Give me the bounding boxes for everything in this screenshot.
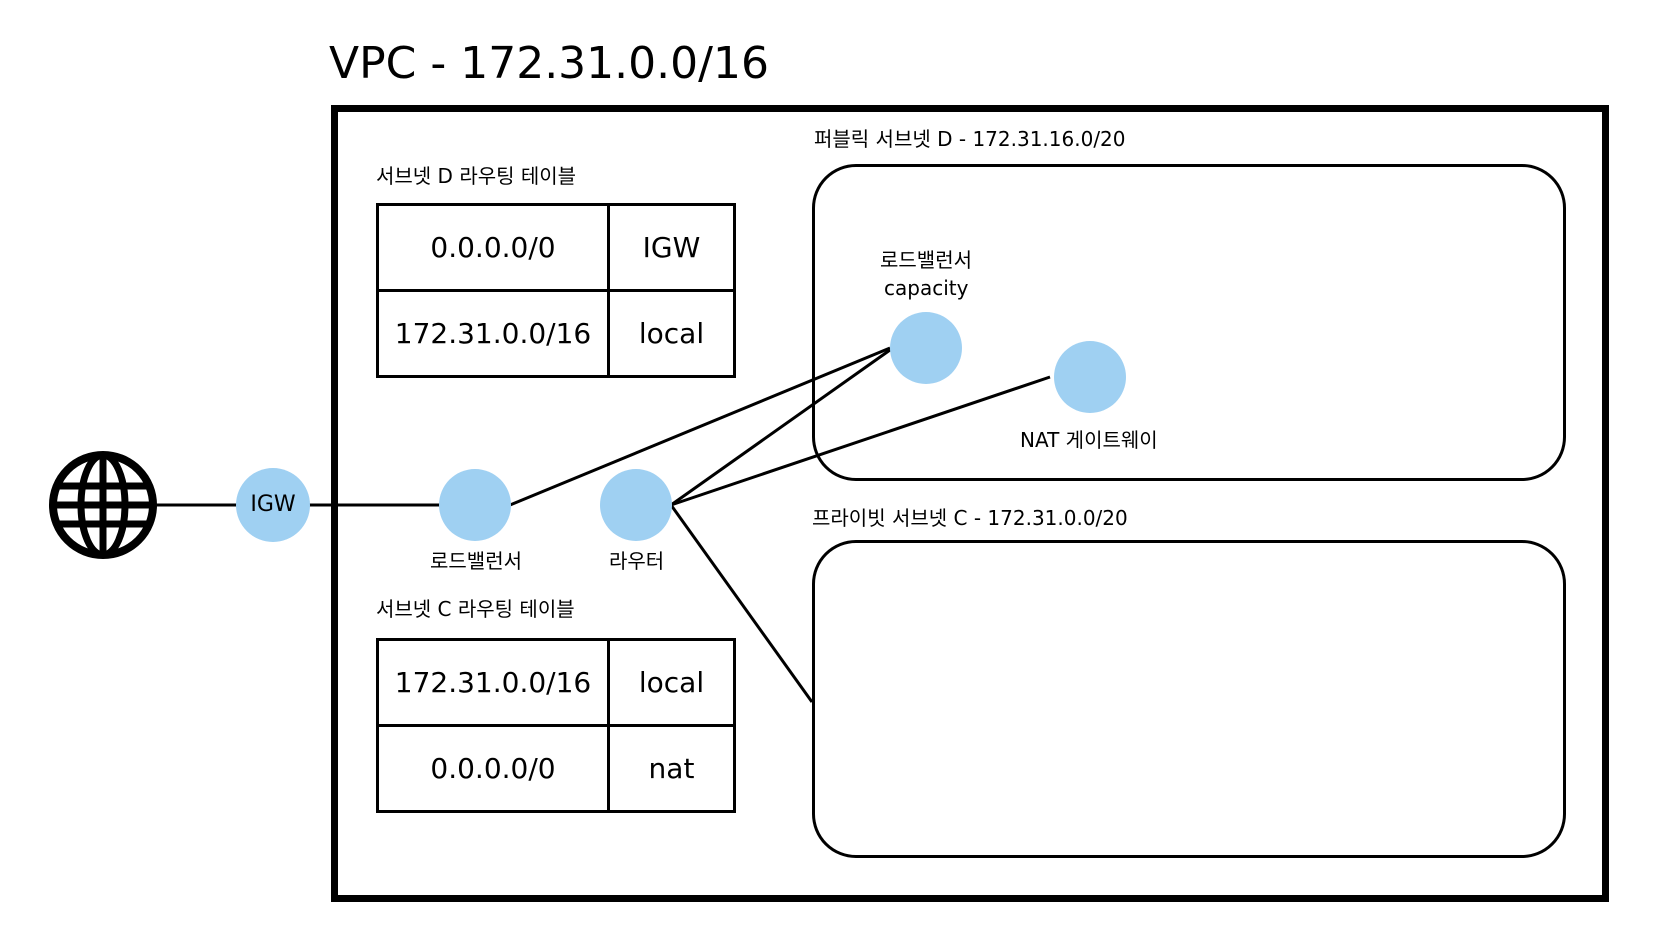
router-node	[600, 469, 672, 541]
line-router-private-subnet	[669, 504, 814, 703]
route-target: IGW	[607, 203, 736, 292]
table-row: 172.31.0.0/16 local	[376, 289, 736, 378]
igw-label: IGW	[250, 492, 296, 517]
private-subnet-box	[812, 540, 1566, 858]
vpc-title: VPC - 172.31.0.0/16	[329, 38, 769, 89]
route-destination: 172.31.0.0/16	[376, 638, 610, 727]
table-row: 172.31.0.0/16 local	[376, 638, 736, 727]
public-subnet-box	[812, 164, 1566, 481]
load-balancer-node	[439, 469, 511, 541]
public-subnet-label: 퍼블릭 서브넷 D - 172.31.16.0/20	[814, 127, 1126, 151]
route-target: nat	[607, 724, 736, 813]
route-table-c: 172.31.0.0/16 local 0.0.0.0/0 nat	[376, 638, 736, 813]
route-table-d-title: 서브넷 D 라우팅 테이블	[376, 164, 577, 188]
line-router-capacity	[670, 348, 891, 507]
table-row: 0.0.0.0/0 IGW	[376, 203, 736, 292]
vpc-boundary	[331, 105, 1609, 902]
line-lb-capacity	[509, 346, 891, 507]
line-router-nat	[670, 375, 1051, 507]
route-destination: 172.31.0.0/16	[376, 289, 610, 378]
route-destination: 0.0.0.0/0	[376, 724, 610, 813]
nat-gateway-node	[1054, 341, 1126, 413]
lb-capacity-label-line2: capacity	[884, 276, 969, 300]
igw-node: IGW	[236, 468, 310, 542]
nat-gateway-label: NAT 게이트웨이	[1020, 428, 1158, 452]
route-table-d: 0.0.0.0/0 IGW 172.31.0.0/16 local	[376, 203, 736, 378]
route-table-c-title: 서브넷 C 라우팅 테이블	[376, 597, 575, 621]
route-target: local	[607, 289, 736, 378]
lb-capacity-node	[890, 312, 962, 384]
route-destination: 0.0.0.0/0	[376, 203, 610, 292]
table-row: 0.0.0.0/0 nat	[376, 724, 736, 813]
globe-icon	[49, 451, 157, 559]
lb-capacity-label-line1: 로드밸런서	[880, 248, 972, 272]
private-subnet-label: 프라이빗 서브넷 C - 172.31.0.0/20	[812, 506, 1128, 530]
load-balancer-label: 로드밸런서	[430, 549, 522, 573]
route-target: local	[607, 638, 736, 727]
router-label: 라우터	[609, 549, 665, 573]
